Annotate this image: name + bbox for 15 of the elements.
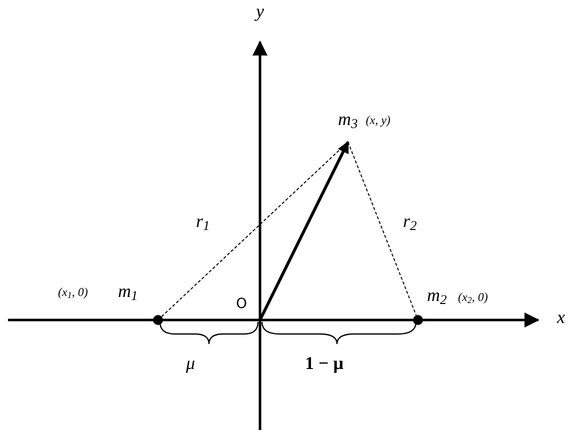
arrow: [258, 140, 350, 321]
point-label: (x$_{2}$, 0): [458, 291, 488, 303]
axis-label: y: [256, 2, 264, 20]
point-label: (x$_{1}$, 0): [58, 286, 88, 298]
axis-label: μ: [186, 354, 196, 372]
axis-label: 1 − μ: [305, 354, 344, 372]
point-label: (x, y): [366, 114, 390, 126]
point-label: m$_{3}$: [338, 110, 358, 128]
mass-point: [413, 315, 423, 325]
dashed-line: [348, 142, 417, 316]
origin-label: O: [236, 297, 248, 311]
mass-point: [153, 315, 163, 325]
point-label: m$_{1}$: [118, 282, 138, 300]
point-label: m$_{2}$: [427, 286, 447, 304]
axis-label: x: [557, 308, 565, 326]
